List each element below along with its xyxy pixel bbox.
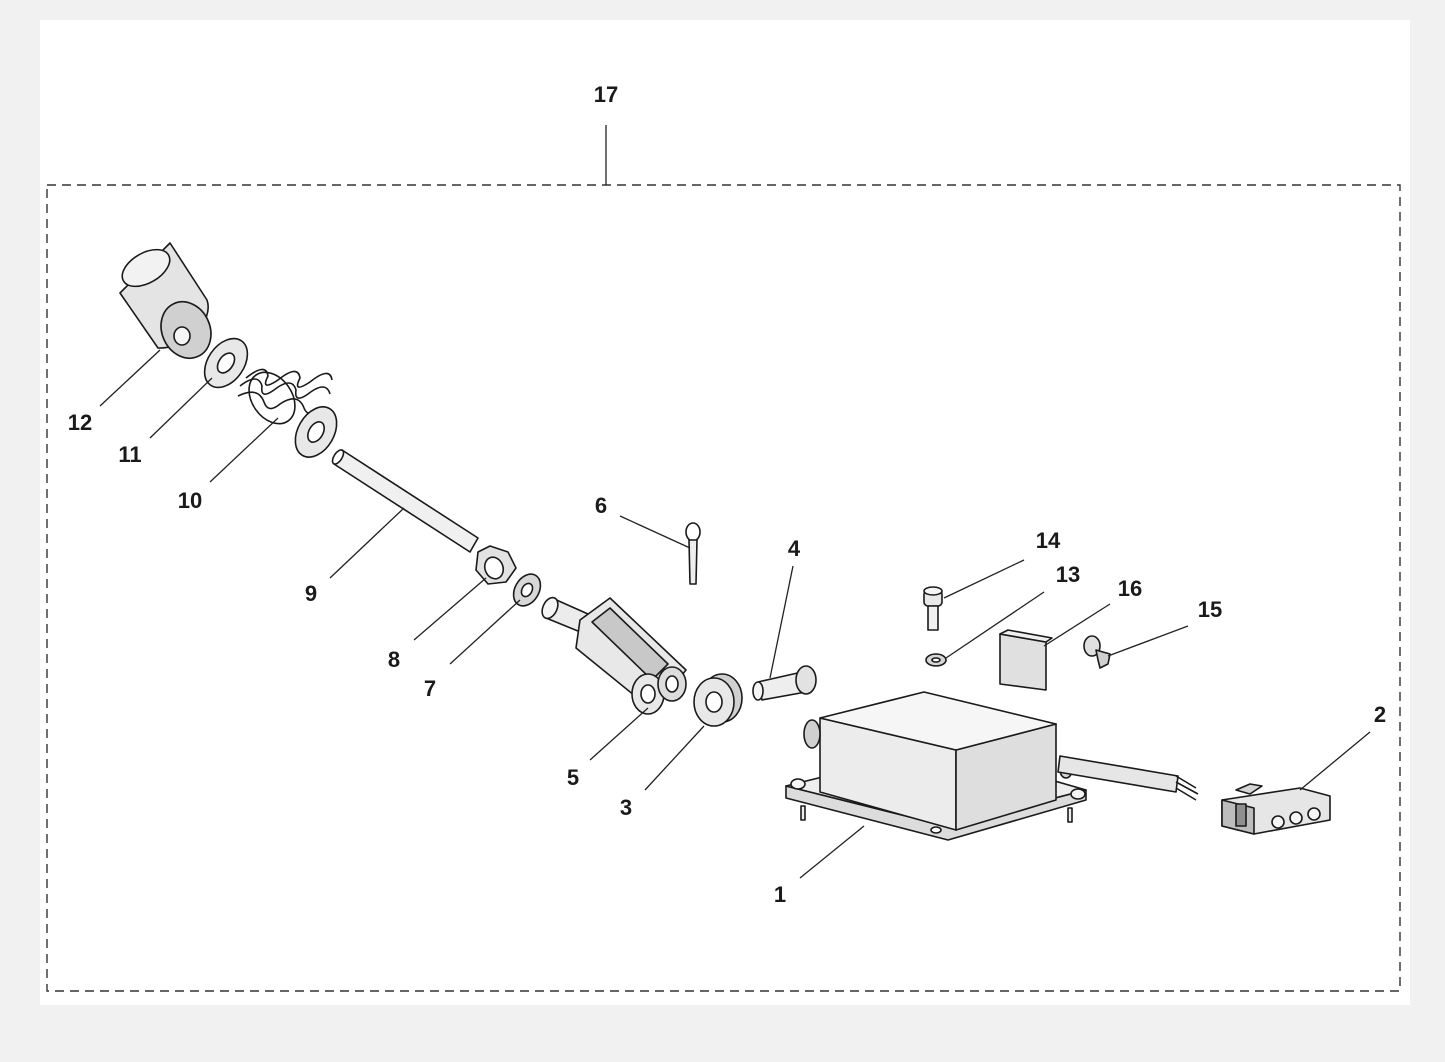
label-2: 2 — [1374, 702, 1386, 727]
leader-lines — [99, 349, 1371, 879]
label-15: 15 — [1198, 597, 1222, 622]
label-9: 9 — [305, 581, 317, 606]
part-7-lockwasher — [512, 573, 542, 607]
label-16: 16 — [1118, 576, 1142, 601]
part-1-control-box — [785, 691, 1199, 841]
part-8-nut — [475, 545, 517, 585]
part-10-spring — [237, 368, 333, 425]
label-8: 8 — [388, 647, 400, 672]
part-6-cotter-pin — [685, 522, 701, 585]
part-14-screw — [923, 586, 943, 631]
assembly-boundary — [46, 184, 1401, 992]
label-12: 12 — [68, 410, 92, 435]
part-12-bushing — [119, 242, 212, 359]
part-9-rod — [331, 449, 479, 553]
label-3: 3 — [620, 795, 632, 820]
diagram-plate — [40, 20, 1410, 1005]
part-3-grommet — [693, 673, 743, 727]
label-10: 10 — [178, 488, 202, 513]
part-4-pin — [752, 665, 817, 701]
label-14: 14 — [1036, 528, 1061, 553]
label-5: 5 — [567, 765, 579, 790]
part-2-connector — [1221, 783, 1331, 835]
label-7: 7 — [424, 676, 436, 701]
part-9-washer — [294, 406, 338, 458]
label-6: 6 — [595, 493, 607, 518]
label-1: 1 — [774, 882, 786, 907]
label-11: 11 — [118, 442, 141, 467]
label-13: 13 — [1056, 562, 1080, 587]
assembly-label: 17 — [594, 82, 618, 107]
part-labels: 12 11 10 9 8 7 5 3 6 4 1 2 14 13 16 15 — [68, 410, 1386, 907]
part-16-pad — [999, 629, 1053, 691]
part-13-washer — [925, 653, 947, 667]
part-15-clip — [1083, 635, 1111, 669]
label-4: 4 — [788, 536, 801, 561]
part-5-clevis — [541, 596, 687, 715]
part-11-washer — [203, 337, 249, 389]
